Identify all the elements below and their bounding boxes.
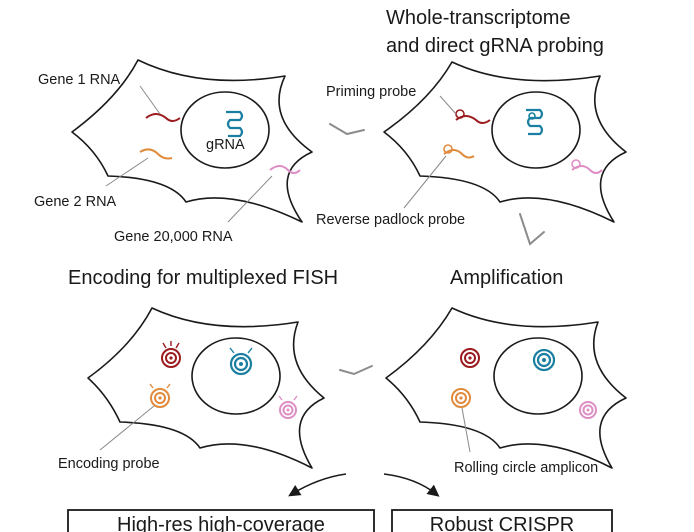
gene1-rna-molecule xyxy=(145,113,181,122)
leader-rolling-circle xyxy=(461,407,471,453)
grna-amplicon-encoded xyxy=(229,347,253,376)
label-reverse-padlock-probe: Reverse padlock probe xyxy=(316,212,465,228)
leader-gene20000 xyxy=(227,175,273,223)
gene2-amplicon-encoded xyxy=(149,383,171,408)
gene2-amplicon xyxy=(451,388,471,408)
arrow-amplification-to-encoding xyxy=(339,365,373,376)
label-grna: gRNA xyxy=(206,137,245,153)
gene20000-amplicon-encoded xyxy=(278,395,298,419)
grna-with-probe xyxy=(526,108,544,136)
label-gene20000-rna: Gene 20,000 RNA xyxy=(114,229,233,245)
label-encoding-probe: Encoding probe xyxy=(58,456,160,472)
stage-encoding-heading: Encoding for multiplexed FISH xyxy=(68,267,338,289)
output-box-right xyxy=(391,509,613,532)
nucleus-4 xyxy=(493,337,583,415)
gene2-rna-molecule xyxy=(139,148,173,160)
label-gene2-rna: Gene 2 RNA xyxy=(34,194,117,210)
gene20000-amplicon xyxy=(579,401,597,419)
cell-membrane-1 xyxy=(71,59,313,223)
cell-panel-4: Rolling circle amplicon xyxy=(385,307,627,476)
cell-membrane-3 xyxy=(87,307,325,469)
cell-membrane-2 xyxy=(383,61,627,223)
leader-reverse-padlock xyxy=(403,155,447,209)
grna-molecule xyxy=(226,110,244,138)
nucleus-2 xyxy=(491,91,581,169)
grna-amplicon xyxy=(532,348,556,372)
title-line-2: and direct gRNA probing xyxy=(386,35,604,57)
gene1-amplicon-encoded xyxy=(161,341,181,368)
label-rolling-circle-amplicon: Rolling circle amplicon xyxy=(454,460,598,476)
cell-membrane-4 xyxy=(385,307,627,469)
arrow-to-right-output xyxy=(383,473,440,497)
leader-encoding-probe xyxy=(99,405,155,451)
leader-priming-probe xyxy=(439,95,457,115)
leader-gene1 xyxy=(139,85,161,115)
gene2-rna-with-probe xyxy=(443,149,475,159)
label-priming-probe: Priming probe xyxy=(326,84,416,100)
gene20000-rna-molecule xyxy=(269,165,301,174)
arrow-step-2-to-amplification xyxy=(519,213,545,246)
title-line-1: Whole-transcriptome xyxy=(386,7,571,29)
gene20000-rna-with-probe xyxy=(571,165,603,174)
leader-gene2 xyxy=(105,157,149,187)
stage-amplification-heading: Amplification xyxy=(450,267,563,289)
nucleus-1 xyxy=(180,91,270,169)
label-gene1-rna: Gene 1 RNA xyxy=(38,72,121,88)
cell-panel-1: Gene 1 RNA gRNA Gene 2 RNA Gene 20,000 R… xyxy=(34,59,313,245)
cell-panel-3: Encoding probe xyxy=(58,307,325,472)
arrow-to-left-output xyxy=(288,473,347,497)
gene2-probe-loop xyxy=(443,144,453,154)
cell-panel-2: Priming probe Reverse padlock probe xyxy=(316,61,627,228)
arrow-step-1-to-2 xyxy=(329,123,365,136)
output-box-right-label: Robust CRISPR xyxy=(430,514,575,532)
nucleus-3 xyxy=(191,337,281,415)
gene20000-probe-loop xyxy=(571,159,581,169)
output-box-left-label: High-res high-coverage xyxy=(117,514,325,532)
grna-probe-loop xyxy=(528,112,536,120)
gene1-amplicon xyxy=(460,348,480,368)
output-box-left xyxy=(67,509,375,532)
gene1-rna-with-probe xyxy=(455,115,491,124)
